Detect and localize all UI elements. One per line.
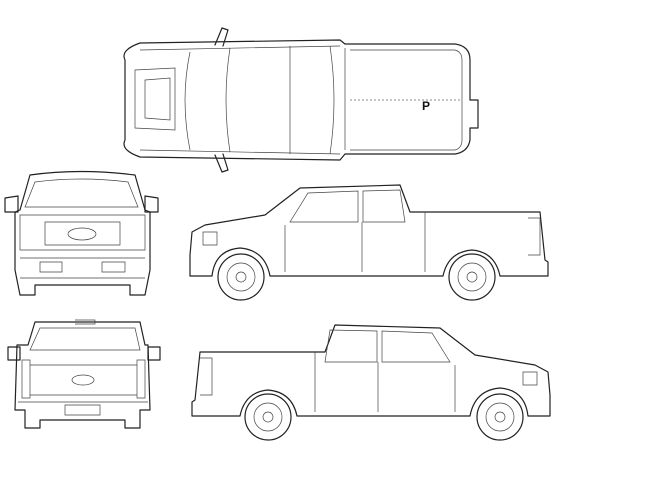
truck-rear-view — [7, 319, 161, 429]
truck-front-view — [4, 170, 159, 296]
bed-label: P — [422, 99, 430, 113]
truck-side-view-right — [191, 324, 551, 441]
truck-top-view: P — [123, 27, 479, 173]
truck-side-view-left — [189, 184, 549, 301]
